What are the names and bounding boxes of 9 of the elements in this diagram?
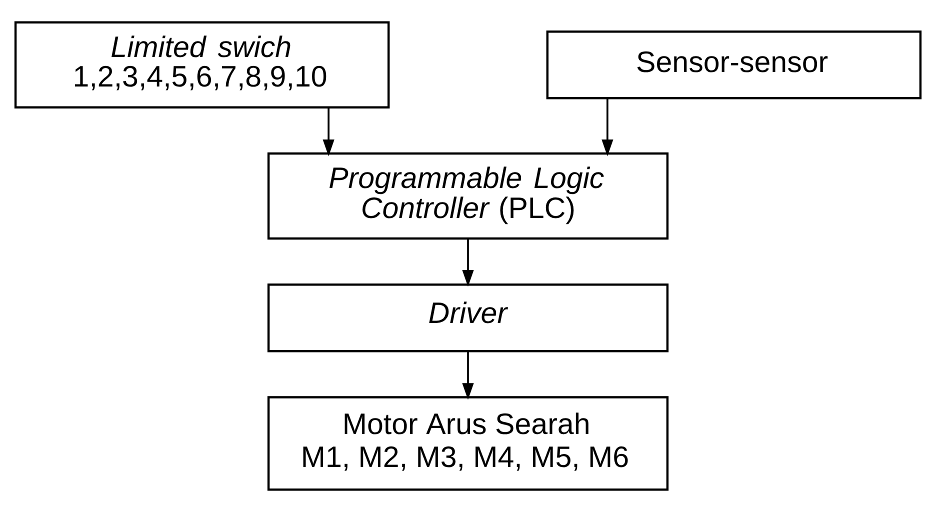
arrow bbox=[462, 352, 474, 400]
arrow bbox=[322, 108, 334, 156]
node-box: Motor Arus Searah M1, M2, M3, M4, M5, M6 bbox=[267, 396, 669, 491]
arrow bbox=[462, 238, 474, 287]
arrow bbox=[602, 98, 614, 156]
node-box: Programmable Logic Controller (PLC) bbox=[267, 152, 669, 240]
node-box: Limited swich 1,2,3,4,5,6,7,8,9,10 bbox=[14, 21, 390, 108]
node-box: Driver bbox=[267, 284, 669, 352]
node-box: Sensor-sensor bbox=[546, 30, 922, 100]
